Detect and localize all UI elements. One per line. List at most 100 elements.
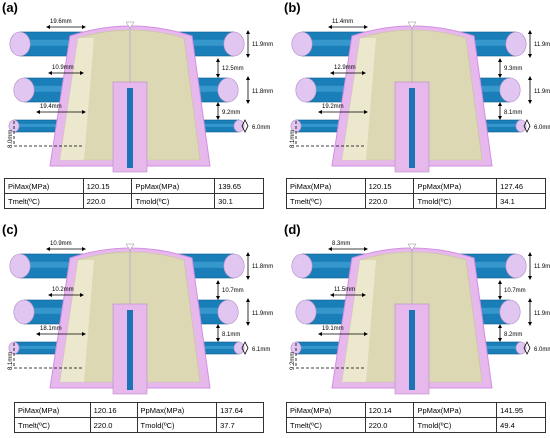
ppmax-label: PpMax(MPa)	[413, 178, 498, 194]
diamond-marker	[241, 119, 249, 133]
dim-label-left-mid: 12.9mm	[334, 65, 356, 71]
channel-end	[9, 31, 31, 57]
dim-label-left-top: 11.4mm	[332, 19, 353, 25]
dim-label-right-gap2: 9.2mm	[222, 110, 240, 116]
dim-label-right-bot: 6.0mm	[252, 125, 270, 131]
cup-highlight	[60, 38, 94, 160]
arrow-head	[82, 25, 86, 29]
arrow-head	[216, 280, 220, 284]
pimax-label: PiMax(MPa)	[286, 402, 366, 418]
tmold-value: 30.1	[214, 193, 264, 209]
arrow-head	[362, 293, 366, 297]
dim-label-right-gap2: 8.1mm	[504, 110, 522, 116]
tmold-value: 34.1	[496, 193, 546, 209]
dim-label-left-vert: 9.2mm	[290, 352, 296, 370]
cup-highlight	[60, 260, 94, 382]
arrow-head	[498, 58, 502, 62]
dim-label-left-vert: 8.1mm	[8, 352, 14, 370]
pimax-value: 120.14	[364, 402, 415, 418]
core-channel	[127, 88, 133, 168]
arrow-head	[364, 332, 368, 336]
channel-end	[499, 77, 521, 103]
arrow-head	[528, 30, 532, 34]
parameter-table: PiMax(MPa) 120.14 PpMax(MPa) 141.95 Tmel…	[286, 402, 546, 433]
arrow-head	[246, 30, 250, 34]
dim-label-left-mid: 11.5mm	[334, 287, 355, 293]
channel-end	[223, 253, 245, 279]
channel-end	[291, 253, 313, 279]
panel-label: (d)	[284, 222, 301, 237]
dim-label-right-gap2: 8.1mm	[222, 332, 240, 338]
core-channel	[409, 310, 415, 390]
arrow-head	[318, 332, 322, 336]
dim-label-right-gap1: 12.5mm	[222, 66, 244, 72]
arrow-head	[80, 293, 84, 297]
dim-label-right-mid: 11.8mm	[252, 89, 273, 95]
dim-label-right-bot: 6.0mm	[534, 125, 550, 131]
arrow-head	[328, 247, 332, 251]
arrow-head	[528, 100, 532, 104]
panel-d: (d) 8.3mm11.9mm11.5mm10.7mm11.9mm8.2mm19…	[284, 222, 550, 437]
pimax-label: PiMax(MPa)	[4, 178, 84, 194]
parameter-table: PiMax(MPa) 120.16 PpMax(MPa) 137.64 Tmel…	[14, 402, 264, 433]
dim-label-right-gap1: 10.7mm	[504, 288, 526, 294]
dim-label-right-top: 11.9mm	[252, 42, 273, 48]
channel-end	[295, 77, 317, 103]
panel-b: (b) 11.4mm11.9mm12.9mm9.3mm11.9mm8.1mm19…	[284, 0, 550, 215]
arrow-head	[246, 322, 250, 326]
arrow-head	[498, 116, 502, 120]
pimax-value: 120.15	[82, 178, 133, 194]
channel-end	[515, 341, 527, 355]
ppmax-value: 141.95	[496, 402, 546, 418]
tmelt-label: Tmelt(ºC)	[286, 193, 366, 209]
arrow-head	[498, 324, 502, 328]
arrow-head	[216, 74, 220, 78]
arrow-head	[216, 116, 220, 120]
channel-end	[233, 119, 245, 133]
tmold-label: Tmold(ºC)	[413, 193, 498, 209]
gate-marker	[125, 21, 135, 29]
pimax-label: PiMax(MPa)	[286, 178, 366, 194]
dashed-guide	[295, 121, 364, 147]
arrow-head	[528, 298, 532, 302]
dim-label-left-top: 8.3mm	[332, 241, 350, 247]
tmold-value: 37.7	[216, 417, 264, 433]
dim-label-right-gap1: 9.3mm	[504, 66, 522, 72]
arrow-head	[48, 71, 52, 75]
dim-label-right-mid: 11.9mm	[534, 89, 550, 95]
parameter-table: PiMax(MPa) 120.15 PpMax(MPa) 139.65 Tmel…	[4, 178, 264, 209]
channel-end	[223, 31, 245, 57]
tmelt-value: 220.0	[89, 417, 138, 433]
channel-end	[505, 31, 527, 57]
core-channel	[409, 88, 415, 168]
channel-end	[295, 299, 317, 325]
core-channel	[127, 310, 133, 390]
tmelt-value: 220.0	[82, 193, 133, 209]
channel-end	[499, 299, 521, 325]
channel-end	[217, 77, 239, 103]
arrow-head	[364, 25, 368, 29]
tmold-label: Tmold(ºC)	[131, 193, 216, 209]
gate-marker	[125, 243, 135, 251]
dim-label-right-top: 11.9mm	[534, 42, 550, 48]
arrow-head	[82, 332, 86, 336]
arrow-head	[330, 71, 334, 75]
arrow-head	[36, 332, 40, 336]
channel-end	[515, 119, 527, 133]
ppmax-value: 127.46	[496, 178, 546, 194]
arrow-head	[362, 71, 366, 75]
arrow-head	[498, 296, 502, 300]
cup-highlight	[342, 260, 376, 382]
channel-end	[13, 299, 35, 325]
arrow-head	[246, 252, 250, 256]
arrow-head	[498, 102, 502, 106]
panel-label: (a)	[2, 0, 18, 15]
arrow-head	[318, 110, 322, 114]
dim-label-right-mid: 11.9mm	[252, 311, 273, 317]
dim-label-left-mid: 10.2mm	[52, 287, 74, 293]
diamond-marker	[523, 119, 531, 133]
arrow-head	[498, 338, 502, 342]
dashed-guide	[13, 121, 82, 147]
tmold-label: Tmold(ºC)	[413, 417, 498, 433]
arrow-head	[364, 110, 368, 114]
